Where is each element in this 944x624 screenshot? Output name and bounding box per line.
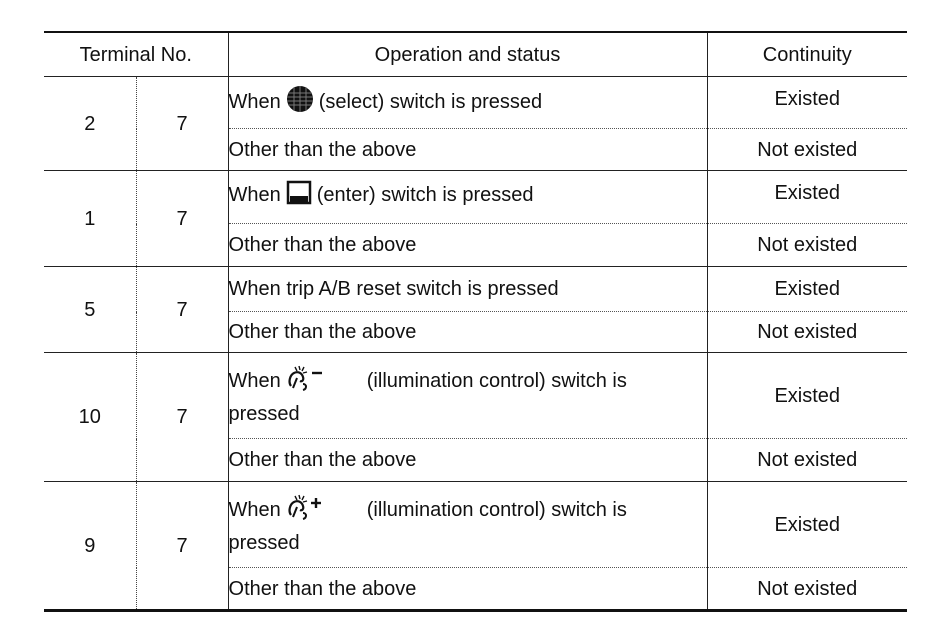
operation-cell: Other than the above	[227, 223, 708, 267]
continuity-cell: Existed	[706, 481, 908, 568]
terminal-cell-a: 9	[44, 481, 136, 611]
continuity-cell: Existed	[706, 266, 908, 312]
header-operation-status: Operation and status	[227, 32, 708, 77]
continuity-cell: Existed	[706, 352, 908, 439]
terminal-cell-b: 7	[135, 170, 229, 267]
operation-prefix: When	[228, 498, 281, 521]
operation-cell: When trip A/B reset switch is pressed	[227, 266, 708, 312]
operation-prefix: When	[228, 90, 281, 113]
continuity-table: Terminal No. Operation and status Contin…	[44, 31, 908, 612]
table-row: Other than the above Not existed	[44, 128, 908, 171]
terminal-cell-a: 5	[44, 266, 136, 353]
table-row: Other than the above Not existed	[44, 223, 908, 267]
enter-square-icon	[285, 180, 313, 214]
operation-prefix: When	[228, 369, 281, 392]
operation-cell: When (select) switch is pressed	[227, 76, 708, 129]
operation-suffix: (select) switch is pressed	[318, 90, 543, 113]
operation-suffix: (enter) switch is pressed	[316, 184, 534, 206]
operation-cell: Other than the above	[227, 128, 708, 171]
table-row: Other than the above Not existed	[44, 311, 908, 353]
continuity-cell: Existed	[706, 170, 908, 224]
table-row: 1 7 When (enter) switch is pressed Existe…	[44, 170, 908, 267]
terminal-cell-a: 10	[44, 352, 136, 482]
continuity-cell: Not existed	[706, 311, 908, 353]
terminal-cell-b: 7	[135, 76, 229, 171]
operation-suffix: (illumination control) switch is	[366, 498, 627, 521]
table-row: 9 7 When (illumination control) switch is…	[44, 481, 908, 611]
header-terminal-no: Terminal No.	[44, 32, 229, 77]
table-row: 5 7 When trip A/B reset switch is presse…	[44, 266, 908, 353]
table-row: Other than the above Not existed	[44, 567, 908, 611]
terminal-cell-b: 7	[135, 481, 229, 611]
terminal-cell-b: 7	[135, 352, 229, 482]
continuity-cell: Not existed	[706, 567, 908, 611]
operation-cell: Other than the above	[227, 567, 708, 611]
operation-suffix: (illumination control) switch is	[366, 369, 627, 392]
terminal-cell-b: 7	[135, 266, 229, 353]
operation-suffix-line2: pressed	[228, 531, 300, 554]
table-row: 2 7 When (select) switch is pressed Exist…	[44, 76, 908, 171]
operation-prefix: When	[228, 184, 281, 206]
illumination-plus-icon	[285, 493, 325, 529]
continuity-cell: Not existed	[706, 223, 908, 267]
operation-cell: Other than the above	[227, 438, 708, 482]
operation-cell: When (illumination control) switch is pres…	[227, 481, 708, 568]
header-continuity: Continuity	[706, 32, 908, 77]
operation-suffix-line2: pressed	[228, 402, 300, 425]
operation-cell: Other than the above	[227, 311, 708, 353]
continuity-cell: Not existed	[706, 438, 908, 482]
terminal-cell-a: 1	[44, 170, 136, 267]
continuity-cell: Existed	[706, 76, 908, 129]
header-row: Terminal No. Operation and status Contin…	[44, 32, 908, 77]
select-circle-icon	[285, 85, 315, 121]
operation-cell: When (enter) switch is pressed	[227, 170, 708, 224]
continuity-cell: Not existed	[706, 128, 908, 171]
table-row: Other than the above Not existed	[44, 438, 908, 482]
operation-cell: When (illumination control) switch is pres…	[227, 352, 708, 439]
illumination-minus-icon	[285, 364, 325, 400]
terminal-cell-a: 2	[84, 112, 96, 135]
table-row: 10 7 When (illumination control) switch i…	[44, 352, 908, 482]
